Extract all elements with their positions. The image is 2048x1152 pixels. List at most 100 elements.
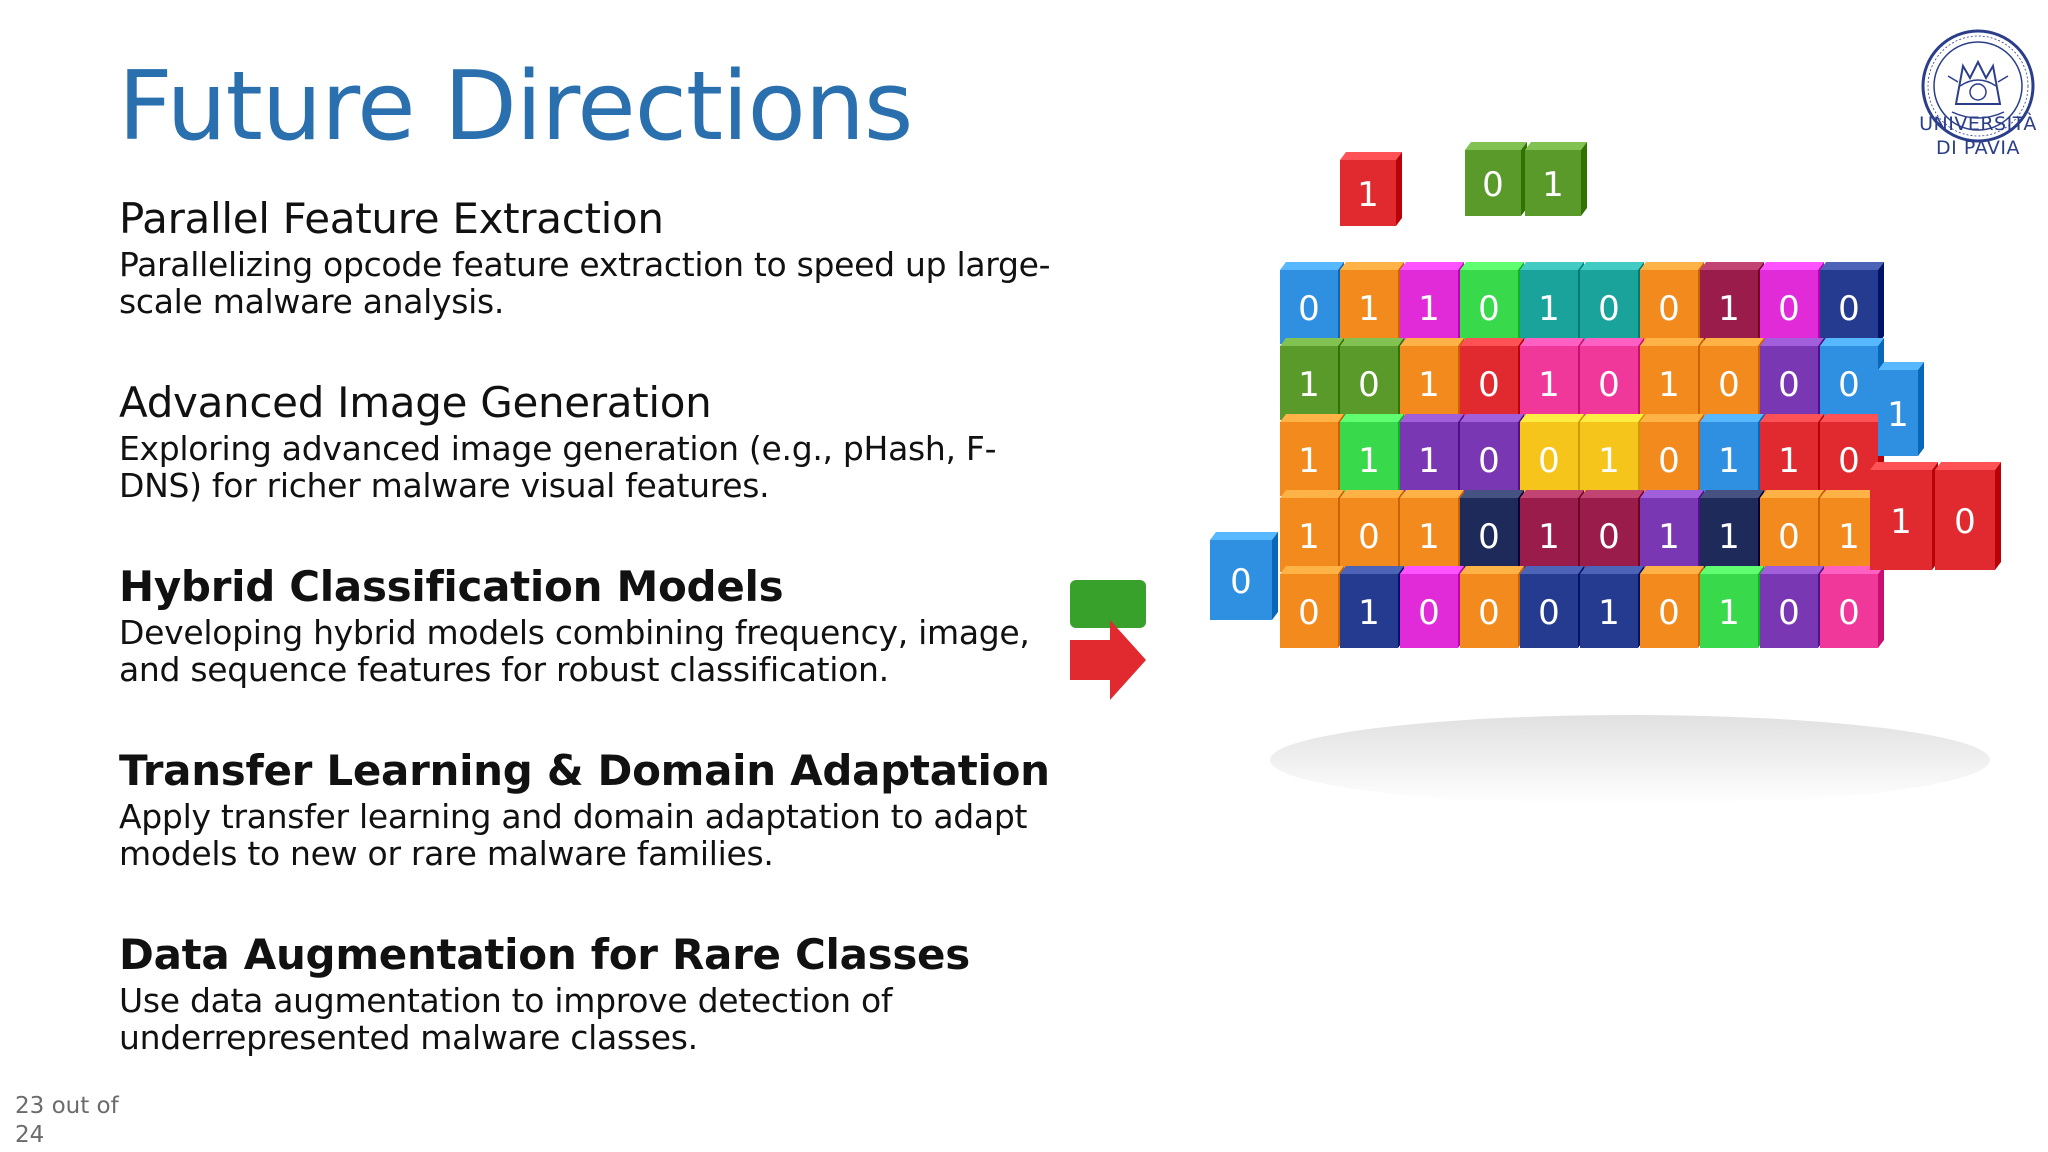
binary-cube: 0 [1760,490,1824,572]
direction-heading: Parallel Feature Extraction [119,194,664,243]
direction-item: Advanced Image Generation Exploring adva… [119,376,1069,560]
binary-cube: 1 [1280,490,1344,572]
binary-cube: 0 [1935,462,2001,570]
direction-heading: Advanced Image Generation [119,378,712,427]
binary-cube: 0 [1820,262,1884,344]
cube-digit: 1 [1598,593,1620,633]
cube-digit: 0 [1778,593,1800,633]
cube-digit: 1 [1418,441,1440,481]
cube-digit: 1 [1890,502,1912,542]
binary-cube: 1 [1870,462,1938,570]
binary-cube: 0 [1820,338,1884,420]
cube-digit: 1 [1718,441,1740,481]
university-name-line1: UNIVERSITÀ [1919,113,2037,135]
page-number: 23 out of 24 [15,1093,119,1148]
cube-digit: 1 [1887,395,1909,435]
cube-digit: 1 [1542,165,1564,205]
direction-item: Hybrid Classification Models Developing … [119,560,1069,744]
cube-digit: 0 [1482,165,1504,205]
binary-cube: 0 [1580,262,1644,344]
binary-cube: 0 [1340,338,1404,420]
binary-cube: 0 [1460,262,1524,344]
slide-title: Future Directions [118,52,913,162]
binary-cube: 0 [1640,566,1704,648]
direction-heading: Transfer Learning & Domain Adaptation [119,746,1050,795]
cube-digit: 1 [1358,593,1380,633]
direction-body: Developing hybrid models combining frequ… [119,613,1030,689]
binary-cube: 0 [1340,490,1404,572]
cube-digit: 0 [1358,365,1380,405]
binary-cube: 0 [1460,566,1524,648]
red-arrow-shape [1070,620,1146,700]
cube-digit: 1 [1718,289,1740,329]
binary-cube: 1 [1400,338,1464,420]
direction-body: Parallelizing opcode feature extraction … [119,245,1051,321]
cube-digit: 0 [1778,365,1800,405]
cube-digit: 0 [1298,593,1320,633]
cube-digit: 0 [1418,593,1440,633]
binary-cube: 0 [1400,566,1464,648]
binary-cube: 1 [1400,262,1464,344]
cube-digit: 0 [1478,365,1500,405]
cube-digit: 0 [1538,593,1560,633]
cube-digit: 1 [1298,517,1320,557]
binary-cube: 0 [1460,338,1524,420]
binary-cube: 0 [1520,414,1584,496]
binary-cube: 1 [1400,490,1464,572]
binary-cube: 0 [1760,262,1824,344]
binary-cube: 0 [1460,414,1524,496]
cube-digit: 1 [1718,593,1740,633]
binary-cube: 1 [1878,362,1924,456]
binary-cube: 1 [1340,262,1404,344]
binary-cube: 0 [1465,142,1527,216]
cube-digit: 0 [1658,593,1680,633]
directions-list: Parallel Feature Extraction Parallelizin… [119,192,1069,1112]
binary-cube: 0 [1760,338,1824,420]
university-seal-logo [1921,29,2035,143]
cube-digit: 0 [1358,517,1380,557]
cube-digit: 1 [1778,441,1800,481]
binary-cube: 1 [1280,414,1344,496]
binary-cube: 1 [1700,566,1764,648]
green-bar-shape [1070,580,1146,628]
cube-digit: 1 [1838,517,1860,557]
direction-item: Parallel Feature Extraction Parallelizin… [119,192,1069,376]
binary-cube: 1 [1525,142,1587,216]
cube-digit: 1 [1298,441,1320,481]
cube-digit: 0 [1838,593,1860,633]
direction-body: Use data augmentation to improve detecti… [119,981,893,1057]
binary-cube: 1 [1580,566,1644,648]
cube-digit: 1 [1598,441,1620,481]
binary-cube: 0 [1760,566,1824,648]
cube-digit: 1 [1418,365,1440,405]
cube-digit: 0 [1478,593,1500,633]
direction-item: Data Augmentation for Rare Classes Use d… [119,928,1069,1112]
cube-digit: 0 [1230,562,1252,602]
cube-digit: 1 [1718,517,1740,557]
binary-cube: 1 [1640,490,1704,572]
university-name-line2: DI PAVIA [1936,137,2020,159]
cube-digit: 0 [1778,517,1800,557]
cube-digit: 1 [1538,365,1560,405]
direction-item: Transfer Learning & Domain Adaptation Ap… [119,744,1069,928]
binary-cube: 1 [1700,414,1764,496]
cube-digit: 0 [1718,365,1740,405]
cube-digit: 1 [1658,517,1680,557]
binary-cube: 0 [1640,262,1704,344]
binary-cube: 0 [1210,532,1278,620]
binary-cube: 0 [1460,490,1524,572]
binary-cube: 1 [1580,414,1644,496]
cube-digit: 1 [1358,289,1380,329]
direction-body: Exploring advanced image generation (e.g… [119,429,997,505]
binary-cube: 0 [1820,414,1884,496]
cube-digit: 0 [1478,441,1500,481]
binary-cube: 1 [1520,338,1584,420]
cube-digit: 0 [1658,289,1680,329]
cube-digit: 0 [1598,289,1620,329]
cube-digit: 1 [1538,517,1560,557]
cube-digit: 1 [1658,365,1680,405]
binary-cube: 0 [1580,490,1644,572]
binary-cube: 0 [1700,338,1764,420]
